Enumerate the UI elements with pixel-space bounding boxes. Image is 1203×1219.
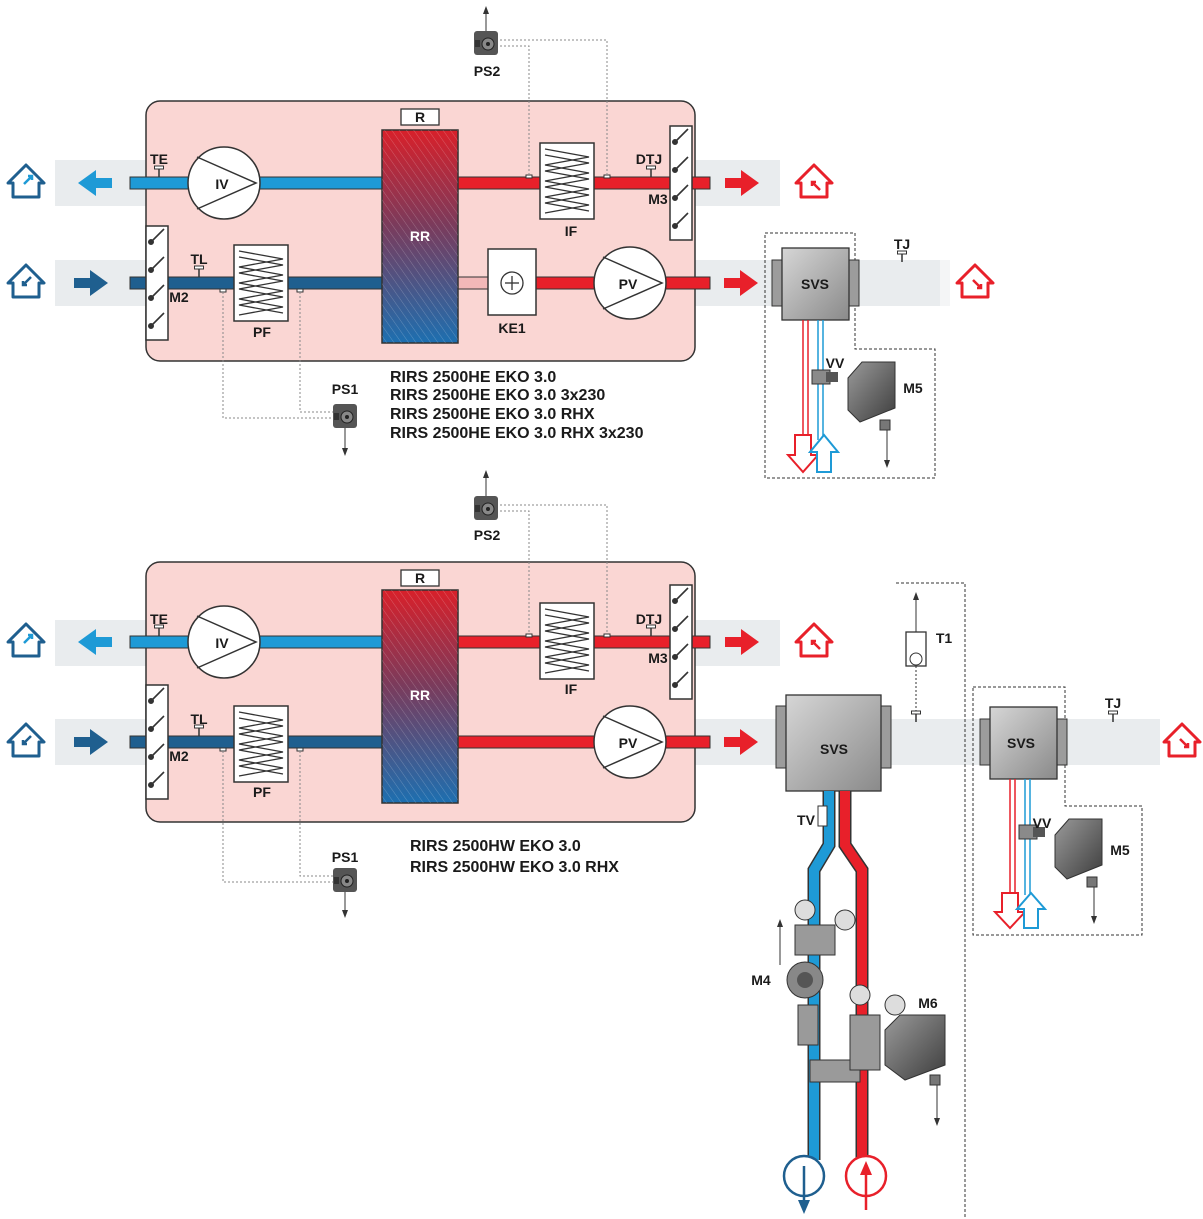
thermostat-t1 [905,592,927,712]
rr-label: RR [410,228,430,244]
dtj-label: DTJ [636,151,662,167]
r-label-hw: R [415,570,425,586]
ps2-label-hw: PS2 [474,527,501,543]
top-model-2: RIRS 2500HE EKO 3.0 3x230 [390,387,605,404]
water-heater-svs [785,694,882,792]
bottom-unit: RR R IV PV IF PF M3 M2 TE DTJ TL TJ [6,470,1202,1219]
electric-heater-ke1: KE1 [487,248,537,336]
iv-label: IV [215,176,229,192]
m3-label: M3 [648,191,668,207]
svs-label-hw: SVS [820,741,848,757]
rr-label-hw: RR [410,687,430,703]
pressure-switch-ps1-hw [332,867,358,893]
vv-label-hw: VV [1033,815,1052,831]
svs2-label: SVS [1007,735,1035,751]
actuator-m5-hw [1054,818,1103,924]
m5-label: M5 [903,380,923,396]
ps2-label: PS2 [474,63,501,79]
dtj-label-hw: DTJ [636,611,662,627]
cooler-svs-hw [989,706,1058,780]
if-label: IF [565,223,578,239]
vv-label: VV [826,355,845,371]
m4-label: M4 [751,972,771,988]
m5-label-hw: M5 [1110,842,1130,858]
supply-fan-pv: PV [593,246,667,320]
extract-filter-if [539,142,595,220]
m6-label: M6 [918,995,938,1011]
tl-label: TL [190,251,208,267]
supply-filter-pf [233,244,289,322]
exhaust-fan-iv: IV [187,146,261,220]
actuator-m5 [847,361,896,468]
m3-label-hw: M3 [648,650,668,666]
damper-m2 [145,225,169,341]
pump-group-m4 [777,899,861,1083]
cooler-svs [781,247,850,321]
valve-group-m6 [849,984,946,1126]
pf-label: PF [253,324,271,340]
ke1-label: KE1 [498,320,525,336]
te-label-hw: TE [150,611,168,627]
m2-label-hw: M2 [169,748,189,764]
pressure-switch-ps1 [332,403,358,429]
ps1-label-hw: PS1 [332,849,359,865]
tj-label: TJ [894,236,910,252]
tv-label: TV [797,812,816,828]
top-model-1: RIRS 2500HE EKO 3.0 [390,369,556,386]
ps1-label: PS1 [332,381,359,397]
pv-label: PV [619,276,638,292]
t1-label: T1 [936,630,953,646]
r-label: R [415,109,425,125]
tl-label-hw: TL [190,711,208,727]
pressure-switch-ps2-hw [473,495,499,521]
top-unit: RR R IV PV KE1 IF PF M3 [6,6,995,479]
pressure-switch-ps2 [473,30,499,56]
bottom-model-1: RIRS 2500HW EKO 3.0 [410,838,581,855]
tj-label-hw: TJ [1105,695,1121,711]
te-label: TE [150,151,168,167]
bottom-model-2: RIRS 2500HW EKO 3.0 RHX [410,859,619,876]
svs-label: SVS [801,276,829,292]
damper-m3 [669,125,693,241]
top-model-3: RIRS 2500HE EKO 3.0 RHX [390,406,595,423]
pf-label-hw: PF [253,784,271,800]
if-label-hw: IF [565,681,578,697]
top-model-4: RIRS 2500HE EKO 3.0 RHX 3x230 [390,425,644,442]
iv-label-hw: IV [215,635,229,651]
m2-label: M2 [169,289,189,305]
pv-label-hw: PV [619,735,638,751]
